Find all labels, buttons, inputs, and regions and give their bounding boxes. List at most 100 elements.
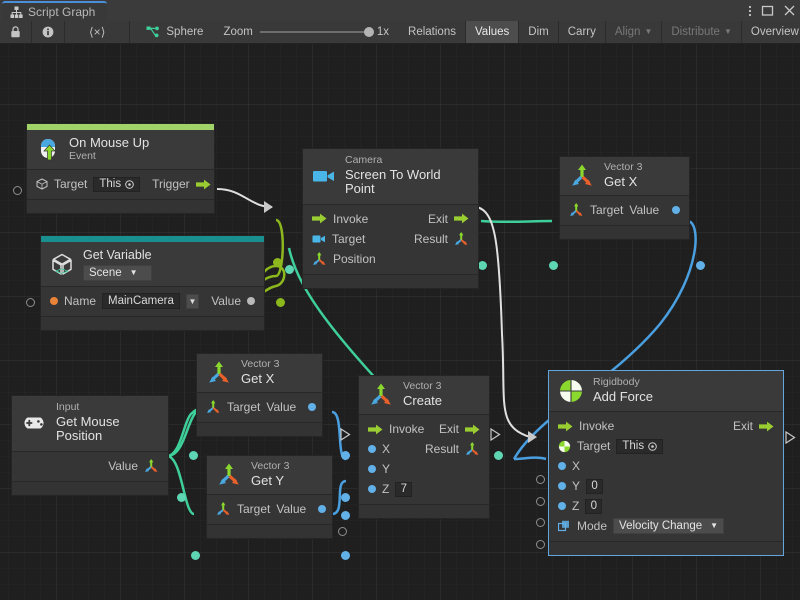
node-footer: [12, 481, 168, 495]
vector3-port-icon[interactable]: [569, 203, 584, 217]
z-value: 7: [401, 482, 407, 496]
vector3-port-icon[interactable]: [216, 502, 231, 516]
port-row-value[interactable]: Value: [12, 456, 168, 476]
node-subtitle: Vector 3: [403, 381, 442, 393]
port-row-z[interactable]: Z 7: [359, 479, 489, 499]
z-value-field[interactable]: 0: [585, 499, 602, 514]
target-label: Target: [577, 439, 610, 453]
vector3-port-icon[interactable]: [465, 442, 480, 456]
target-value-field[interactable]: This: [93, 177, 140, 192]
port-dot-x[interactable]: [368, 445, 376, 453]
node-rigidbody-add-force[interactable]: Rigidbody Add Force Invoke Exit: [548, 370, 784, 556]
unity-variable-icon: <>: [50, 253, 74, 277]
zoom-control[interactable]: Zoom 1x: [213, 21, 399, 43]
target-picker-icon[interactable]: [125, 180, 134, 189]
flow-out-icon[interactable]: [759, 421, 774, 432]
node-title: Get Y: [251, 474, 290, 489]
port-row-y[interactable]: Y: [359, 459, 489, 479]
target-value-field[interactable]: This: [616, 439, 663, 454]
variable-name-field[interactable]: MainCamera: [102, 293, 180, 309]
variable-name-dropdown[interactable]: ▼: [186, 294, 199, 309]
invoke-label: Invoke: [333, 212, 368, 226]
port-dot-y[interactable]: [368, 465, 376, 473]
z-label: Z: [382, 482, 389, 496]
node-titles: Camera Screen To World Point: [345, 155, 468, 197]
value-label: Value: [211, 294, 241, 308]
zoom-slider-handle[interactable]: [364, 27, 374, 37]
flow-in-icon[interactable]: [558, 421, 573, 432]
node-footer: [359, 504, 489, 518]
toolbar-button-values[interactable]: Values: [466, 21, 519, 43]
port-row-mode[interactable]: Mode Velocity Change ▼: [549, 516, 783, 536]
toolbar-button-relations[interactable]: Relations: [399, 21, 466, 43]
port-dot-value[interactable]: [318, 505, 326, 513]
port-row-invoke[interactable]: Invoke Exit: [549, 416, 783, 436]
flow-out-icon[interactable]: [454, 213, 469, 224]
port-row-z[interactable]: Z 0: [549, 496, 783, 516]
mode-dropdown[interactable]: Velocity Change ▼: [613, 518, 724, 534]
port-dot-x[interactable]: [558, 462, 566, 470]
vector3-port-icon[interactable]: [454, 232, 469, 246]
vector3-port-icon[interactable]: [144, 459, 159, 473]
port-row-invoke[interactable]: Invoke Exit: [359, 419, 489, 439]
toolbar-button-overview[interactable]: Overview: [742, 21, 800, 43]
port-dot-z[interactable]: [558, 502, 566, 510]
flow-out-icon[interactable]: [196, 179, 211, 190]
flow-in-icon[interactable]: [368, 424, 383, 435]
port-row-target-value[interactable]: Target Value: [207, 499, 332, 519]
port-row-target-value[interactable]: Target Value: [560, 200, 689, 220]
node-footer: [549, 541, 783, 555]
port-row-target-value[interactable]: Target Value: [197, 397, 322, 417]
port-row-x[interactable]: X: [549, 456, 783, 476]
target-picker-icon[interactable]: [648, 442, 657, 451]
port-row-position[interactable]: Position: [303, 249, 478, 269]
kebab-menu-icon[interactable]: [748, 4, 752, 18]
port-row-x[interactable]: X Result: [359, 439, 489, 459]
port-dot-z[interactable]: [368, 485, 376, 493]
graph-object-button[interactable]: Sphere: [130, 21, 213, 43]
toolbar-button-align[interactable]: Align▼: [606, 21, 663, 43]
port-row-target[interactable]: Target This Trigger: [27, 174, 214, 194]
y-value-field[interactable]: 0: [586, 479, 603, 494]
port-row-name[interactable]: Name MainCamera ▼ Value: [41, 291, 264, 311]
node-vector3-get-x-left[interactable]: Vector 3 Get X: [196, 353, 323, 437]
tab-script-graph[interactable]: Script Graph: [2, 1, 107, 21]
vector3-port-icon[interactable]: [206, 400, 221, 414]
port-dot-name[interactable]: [50, 297, 58, 305]
node-get-variable[interactable]: <> Get Variable Scene ▼ Name MainCamera …: [40, 235, 265, 331]
port-row-target[interactable]: Target Result: [303, 229, 478, 249]
toolbar-button-carry[interactable]: Carry: [559, 21, 606, 43]
node-vector3-create[interactable]: Vector 3 Create Invoke Exit: [358, 375, 490, 519]
zoom-slider[interactable]: [260, 31, 370, 33]
vector3-port-icon[interactable]: [312, 252, 327, 266]
code-view-button[interactable]: ⟨×⟩: [65, 21, 130, 43]
port-dot-value[interactable]: [672, 206, 680, 214]
variable-scope-dropdown[interactable]: Scene ▼: [83, 265, 152, 281]
port-row-target[interactable]: Target This: [549, 436, 783, 456]
toolbar-button-dim[interactable]: Dim: [519, 21, 558, 43]
node-get-mouse-position[interactable]: Input Get Mouse Position Value: [11, 395, 169, 496]
flow-out-icon[interactable]: [465, 424, 480, 435]
node-subtitle: Get Variable: [83, 248, 152, 262]
node-vector3-get-y-left[interactable]: Vector 3 Get Y: [206, 455, 333, 539]
maximize-icon[interactable]: [761, 4, 774, 17]
chevron-down-icon: ▼: [130, 265, 138, 280]
node-on-mouse-up[interactable]: On Mouse Up Event Target This: [26, 123, 215, 214]
node-screen-to-world-point[interactable]: Camera Screen To World Point Invoke Exit: [302, 148, 479, 289]
z-value-field[interactable]: 7: [395, 482, 412, 497]
lock-icon: [10, 26, 21, 38]
lock-button[interactable]: [0, 21, 32, 43]
port-row-y[interactable]: Y 0: [549, 476, 783, 496]
graph-canvas[interactable]: On Mouse Up Event Target This: [0, 44, 800, 600]
chevron-down-icon: ▼: [724, 27, 732, 36]
port-dot-value[interactable]: [247, 297, 255, 305]
toolbar-button-distribute[interactable]: Distribute▼: [662, 21, 742, 43]
port-dot-value[interactable]: [308, 403, 316, 411]
info-button[interactable]: [32, 21, 65, 43]
graph-hierarchy-icon: [10, 6, 23, 19]
port-row-invoke[interactable]: Invoke Exit: [303, 209, 478, 229]
close-icon[interactable]: [783, 4, 796, 17]
flow-in-icon[interactable]: [312, 213, 327, 224]
port-dot-y[interactable]: [558, 482, 566, 490]
node-vector3-get-x-top[interactable]: Vector 3 Get X: [559, 156, 690, 240]
